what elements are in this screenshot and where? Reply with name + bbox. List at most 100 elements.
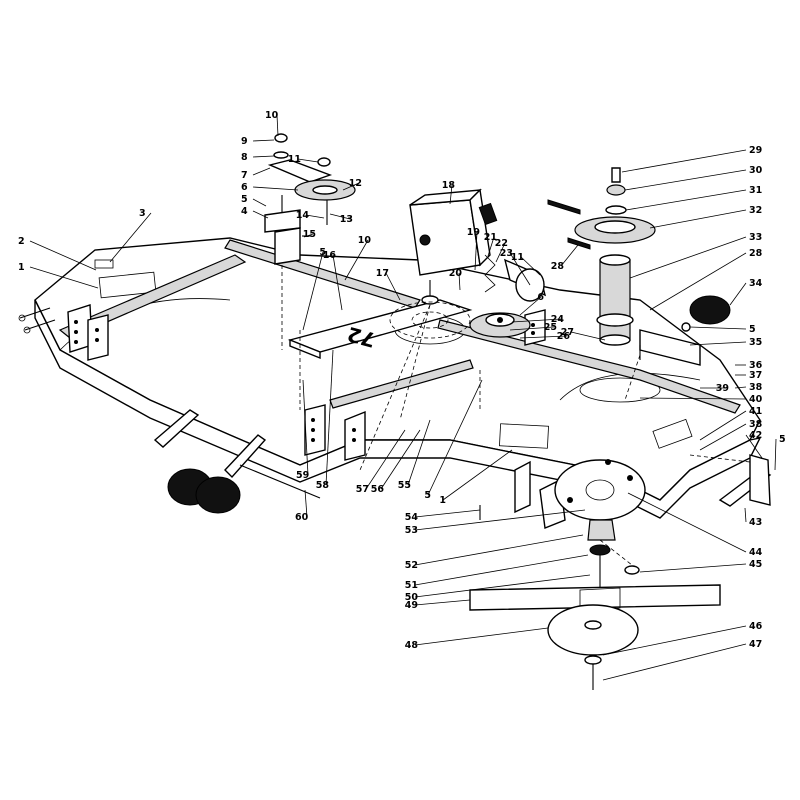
callout-number: 59: [296, 470, 309, 481]
rear-right-brackets: [514, 454, 772, 529]
center-pulley: [469, 312, 531, 338]
callout-leader: [427, 379, 483, 496]
callout-leader: [252, 210, 269, 219]
callout-number: 28: [551, 261, 565, 272]
callout-number: 5: [749, 324, 756, 335]
callout-leader: [745, 434, 763, 459]
gauge-wheels: [153, 409, 321, 514]
callout-number: 38: [749, 419, 763, 430]
callout-leader: [342, 182, 360, 191]
callout-leader: [629, 236, 747, 279]
callout-number: 1: [18, 262, 25, 273]
callout-leader: [407, 419, 431, 486]
callout-number: 17: [376, 268, 389, 279]
callout-leader: [509, 326, 555, 331]
callout-number: 55: [398, 480, 411, 491]
callout-number: 56: [371, 484, 385, 495]
callout-leader: [774, 438, 777, 471]
assembly-guide-lines: [281, 265, 751, 566]
callout-number: 5: [319, 247, 326, 258]
callout-leader: [487, 236, 495, 257]
callout-number: 44: [749, 547, 763, 558]
callout-number: 37: [749, 370, 762, 381]
callout-number: 20: [449, 268, 463, 279]
callout-leader: [302, 379, 309, 476]
deck-mount-plate: 72: [287, 299, 473, 360]
callout-leader: [414, 599, 471, 606]
callout-leader: [414, 574, 591, 598]
callout-leader: [449, 184, 453, 205]
callout-number: 30: [749, 165, 763, 176]
callout-number: 52: [405, 560, 418, 571]
callout-number: 36: [749, 360, 763, 371]
callout-leader: [639, 397, 747, 400]
callout-number: 49: [405, 600, 418, 611]
callout-number: 26: [557, 331, 571, 342]
callout-number: 10: [358, 235, 372, 246]
callout-number: 5: [241, 194, 248, 205]
callout-leader: [639, 563, 747, 573]
callout-leader: [458, 272, 461, 291]
callout-leader: [729, 282, 747, 306]
callout-leader: [302, 251, 324, 331]
callout-leader: [624, 169, 747, 191]
callout-labels: 1098765411121314153211816105171922211120…: [18, 110, 786, 651]
callout-number: 50: [405, 592, 419, 603]
callout-leader: [109, 212, 152, 263]
callout-leader: [744, 507, 747, 523]
callout-number: 31: [749, 185, 762, 196]
callout-number: 53: [405, 525, 418, 536]
callout-leader: [380, 429, 421, 490]
callout-leader: [602, 625, 747, 656]
callout-leader: [252, 167, 271, 176]
callout-leader: [365, 429, 406, 490]
callout-leader: [474, 231, 478, 271]
callout-leader: [519, 296, 542, 316]
callout-leader: [385, 272, 401, 301]
callout-number: 43: [749, 517, 762, 528]
callout-leader: [332, 254, 343, 311]
callout-leader: [304, 489, 308, 518]
callout-leader: [252, 139, 275, 142]
callout-leader: [495, 242, 506, 263]
callout-number: 21: [484, 232, 497, 243]
callout-leader: [699, 410, 747, 441]
callout-leader: [442, 449, 513, 501]
callout-leader: [509, 252, 531, 286]
callout-number: 13: [340, 214, 353, 225]
callout-number: 39: [716, 383, 729, 394]
callout-number: 22: [495, 238, 508, 249]
callout-leaders: [29, 114, 777, 681]
callout-number: 10: [265, 110, 279, 121]
callout-number: 4: [241, 206, 248, 217]
callout-number: 19: [467, 227, 480, 238]
callout-leader: [305, 214, 325, 219]
callout-number: 38: [749, 382, 763, 393]
callout-number: 28: [749, 248, 763, 259]
callout-number: 48: [405, 640, 419, 651]
callout-leader: [570, 331, 606, 341]
callout-number: 40: [749, 394, 763, 405]
callout-number: 27: [561, 327, 574, 338]
callout-leader: [734, 386, 747, 389]
callout-number: 5: [424, 490, 431, 501]
callout-leader: [511, 318, 562, 323]
callout-number: 5: [779, 434, 786, 445]
callout-number: 35: [749, 337, 762, 348]
callout-number: 24: [551, 314, 565, 325]
callout-number: 12: [349, 178, 362, 189]
side-brackets: [67, 304, 701, 461]
callout-leader: [520, 256, 541, 276]
spindle-cover: [409, 188, 498, 305]
callout-number: 18: [442, 180, 456, 191]
callout-number: 11: [511, 252, 524, 263]
callout-leader: [252, 198, 267, 207]
callout-leader: [329, 213, 351, 220]
callout-leader: [29, 266, 99, 289]
callout-number: 41: [749, 406, 762, 417]
callout-leader: [297, 158, 319, 163]
callout-number: 16: [323, 250, 337, 261]
idler-arm-assembly: [264, 133, 356, 265]
callout-leader: [414, 509, 481, 518]
